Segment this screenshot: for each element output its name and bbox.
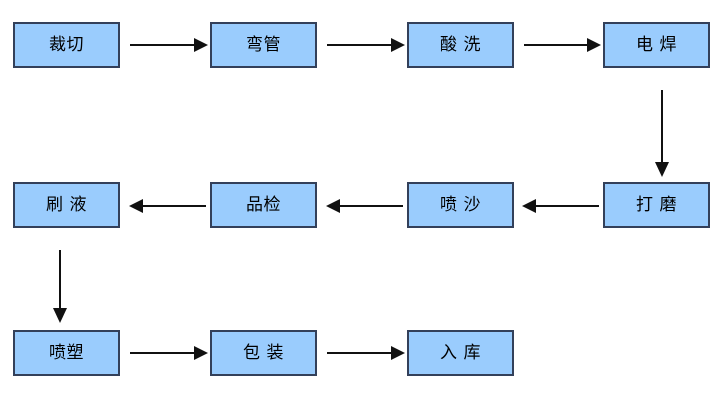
arrow-brushing-to-coating <box>53 250 67 323</box>
arrow-pickling-to-welding <box>524 38 601 52</box>
arrow-bend-to-pickling <box>327 38 405 52</box>
node-sandblasting[interactable]: 喷 沙 <box>407 182 514 228</box>
node-pipe-bending[interactable]: 弯管 <box>210 22 317 68</box>
arrow-welding-to-grinding <box>655 90 669 177</box>
node-electric-welding[interactable]: 电 焊 <box>603 22 710 68</box>
arrow-coating-to-packing <box>130 346 208 360</box>
node-liquid-brushing[interactable]: 刷 液 <box>13 182 120 228</box>
node-pickling[interactable]: 酸 洗 <box>407 22 514 68</box>
arrow-cut-to-bend <box>130 38 208 52</box>
node-powder-coating[interactable]: 喷塑 <box>13 330 120 376</box>
arrow-grinding-to-sandblasting <box>522 199 599 213</box>
arrow-inspection-to-brushing <box>129 199 206 213</box>
arrow-packing-to-warehouse <box>327 346 405 360</box>
node-cutting[interactable]: 裁切 <box>13 22 120 68</box>
node-warehousing[interactable]: 入 库 <box>407 330 514 376</box>
node-grinding[interactable]: 打 磨 <box>603 182 710 228</box>
node-packing[interactable]: 包 装 <box>210 330 317 376</box>
node-quality-inspection[interactable]: 品检 <box>210 182 317 228</box>
arrow-sandblasting-to-inspection <box>326 199 403 213</box>
